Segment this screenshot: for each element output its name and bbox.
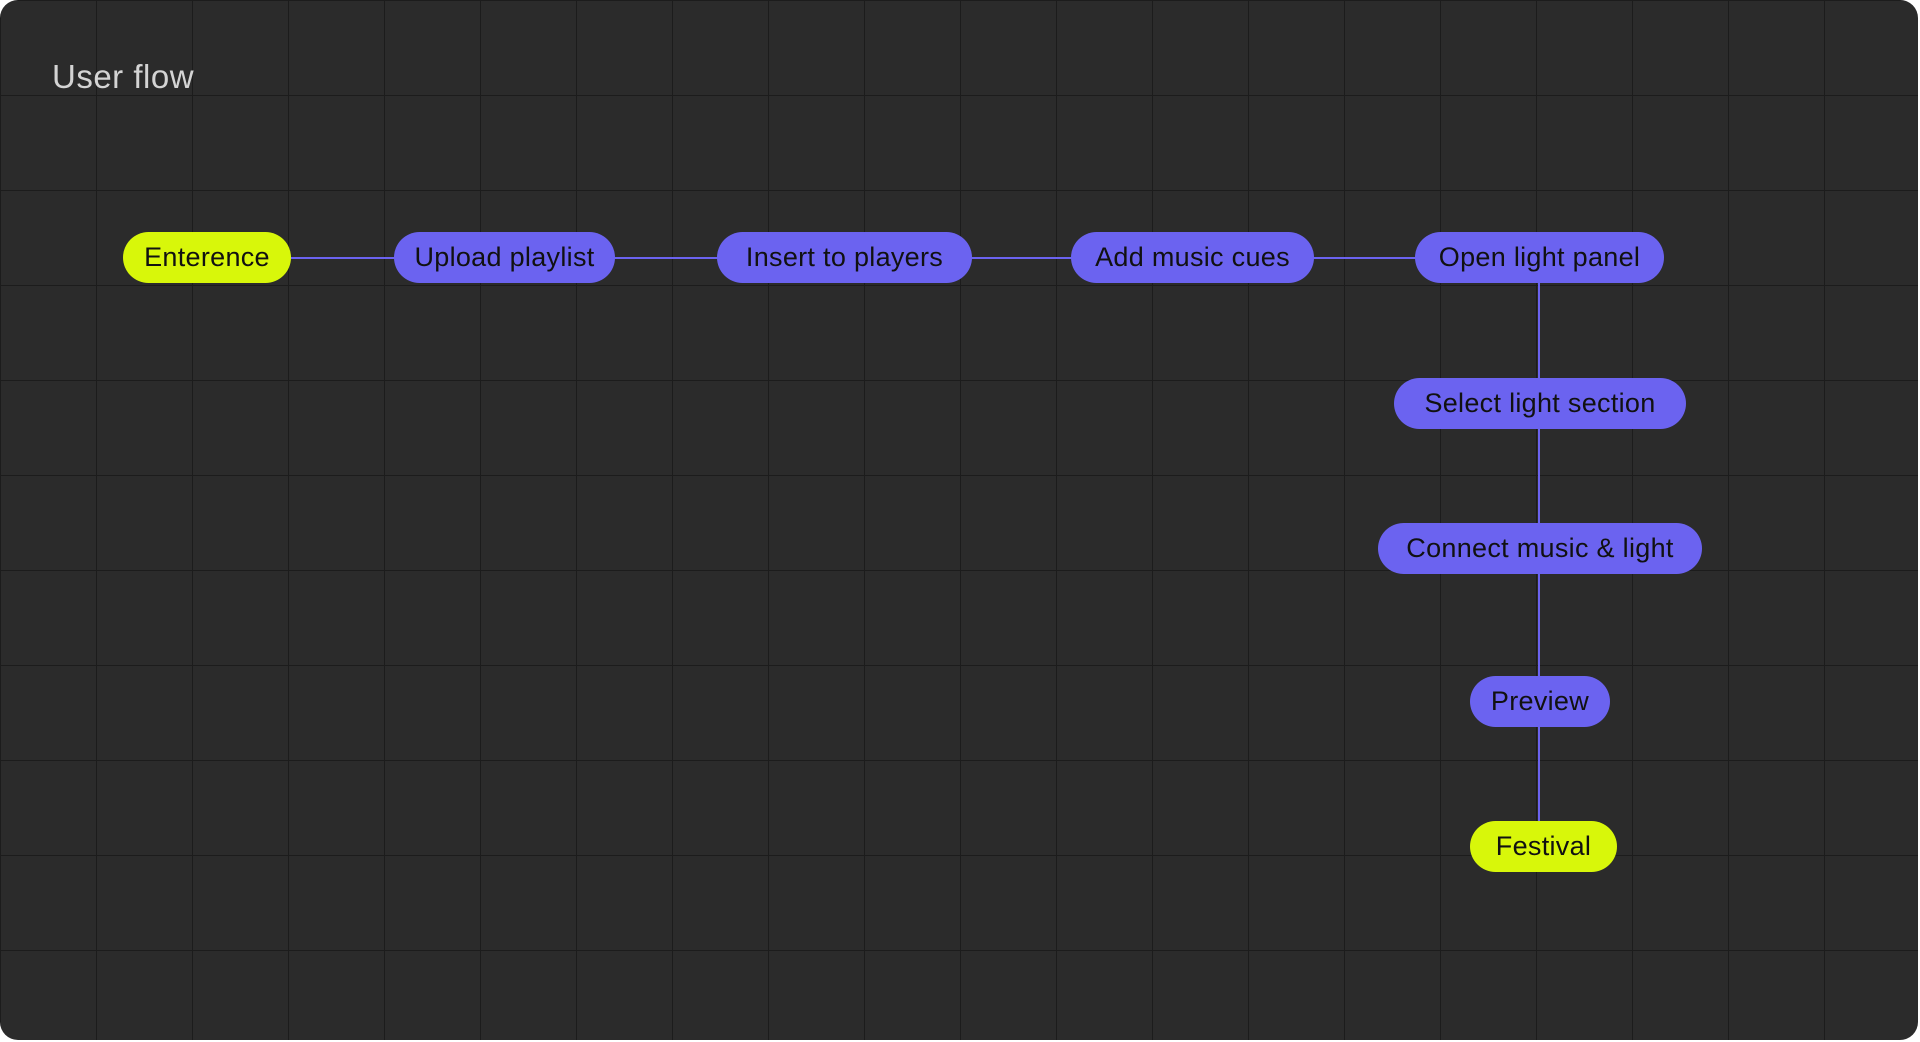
node-preview[interactable]: Preview xyxy=(1470,676,1610,727)
node-select-light-section[interactable]: Select light section xyxy=(1394,378,1686,429)
diagram-title: User flow xyxy=(52,58,195,95)
node-connect-music-light[interactable]: Connect music & light xyxy=(1378,523,1702,574)
node-open-light-panel[interactable]: Open light panel xyxy=(1415,232,1664,283)
node-add-music-cues[interactable]: Add music cues xyxy=(1071,232,1314,283)
node-insert-to-players[interactable]: Insert to players xyxy=(717,232,972,283)
node-upload-playlist[interactable]: Upload playlist xyxy=(394,232,615,283)
node-festival[interactable]: Festival xyxy=(1470,821,1617,872)
node-enterence[interactable]: Enterence xyxy=(123,232,291,283)
